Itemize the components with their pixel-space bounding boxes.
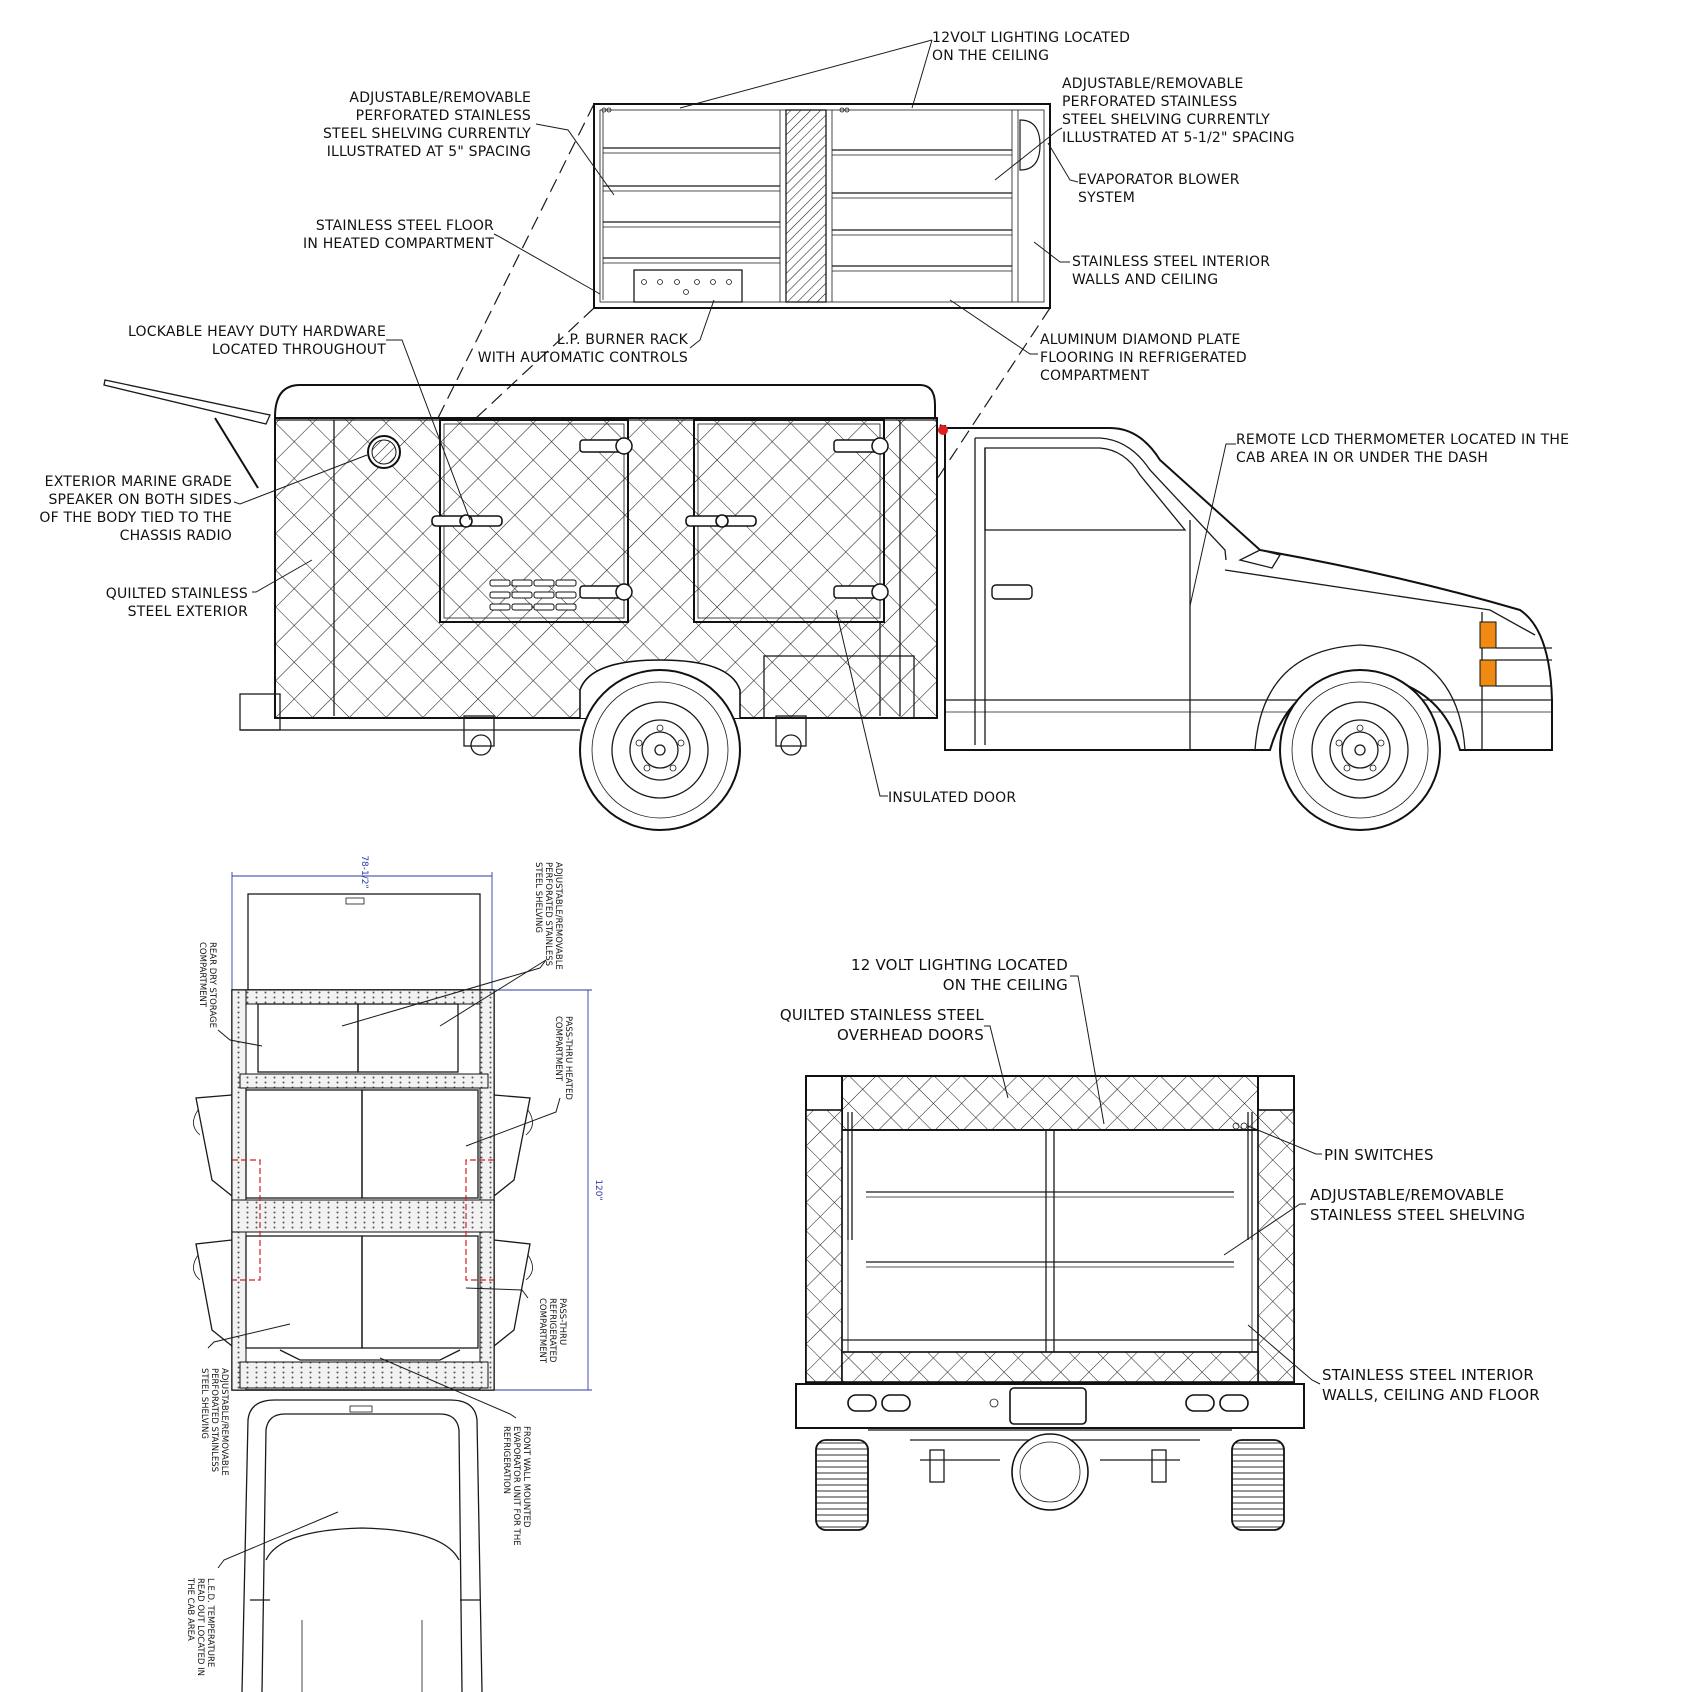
label-thermometer-line2: CAB AREA IN OR UNDER THE DASH xyxy=(1236,450,1488,466)
label-speaker-line4: CHASSIS RADIO xyxy=(120,528,232,544)
amber-side-lamp-lower xyxy=(1479,659,1497,687)
plan-led-temp-line1: L.E.D. TEMPERATURE xyxy=(205,1578,215,1667)
plan-pass-heated-line2: COMPARTMENT xyxy=(553,1016,563,1082)
plan-pass-refrig-line3: COMPARTMENT xyxy=(537,1298,547,1364)
pin-switch-icons xyxy=(1232,1122,1248,1130)
plan-shelving-top-line1: ADJUSTABLE/REMOVABLE xyxy=(553,862,563,970)
label-rear-shelving-line2: STAINLESS STEEL SHELVING xyxy=(1310,1206,1525,1224)
plan-view xyxy=(193,872,592,1692)
label-speaker-line2: SPEAKER ON BOTH SIDES xyxy=(48,492,232,508)
label-rear-walls-line1: STAINLESS STEEL INTERIOR xyxy=(1322,1366,1534,1384)
label-shelving-left-line1: ADJUSTABLE/REMOVABLE xyxy=(349,90,531,106)
ceiling-light-icons xyxy=(601,107,850,113)
plan-led-temp-line2: READ OUT LOCATED IN xyxy=(195,1578,205,1676)
label-hardware-line2: LOCATED THROUGHOUT xyxy=(212,342,386,358)
amber-side-lamp-upper xyxy=(1479,621,1497,649)
insulated-partition xyxy=(785,109,827,303)
label-burner-line2: WITH AUTOMATIC CONTROLS xyxy=(478,350,688,366)
label-rear-walls-line2: WALLS, CEILING AND FLOOR xyxy=(1322,1386,1540,1404)
vent-icons xyxy=(489,579,577,611)
label-evaporator-line2: SYSTEM xyxy=(1078,190,1135,206)
rear-elevation-view xyxy=(795,1075,1305,1531)
label-shelving-right-line2: PERFORATED STAINLESS xyxy=(1062,94,1237,110)
label-quilted-line2: STEEL EXTERIOR xyxy=(128,604,248,620)
label-evaporator-line1: EVAPORATOR BLOWER xyxy=(1078,172,1240,188)
label-diamond-floor-line3: COMPARTMENT xyxy=(1040,368,1150,384)
front-wheel xyxy=(1254,644,1466,831)
left-shelving xyxy=(603,147,780,264)
label-rear-lighting-line2: ON THE CEILING xyxy=(943,976,1068,994)
marker-light xyxy=(938,425,948,435)
plan-shelving-top-line3: STEEL SHELVING xyxy=(533,862,543,933)
label-speaker-line3: OF THE BODY TIED TO THE xyxy=(39,510,232,526)
rear-right-quilted-panel xyxy=(1257,1109,1295,1383)
label-lighting-line2: ON THE CEILING xyxy=(932,48,1049,64)
label-shelving-right-line4: ILLUSTRATED AT 5-1/2" SPACING xyxy=(1062,130,1295,146)
rear-bottom-quilted-panel xyxy=(841,1351,1259,1383)
label-speaker-line1: EXTERIOR MARINE GRADE xyxy=(45,474,232,490)
overhead-door-roll xyxy=(841,1075,1259,1131)
evaporator-blower-icon xyxy=(1019,119,1041,171)
label-diamond-floor-line1: ALUMINUM DIAMOND PLATE xyxy=(1040,332,1241,348)
differential xyxy=(1011,1433,1089,1511)
speaker-icon xyxy=(367,435,401,469)
label-rear-shelving-line1: ADJUSTABLE/REMOVABLE xyxy=(1310,1186,1504,1204)
label-shelving-right-line1: ADJUSTABLE/REMOVABLE xyxy=(1062,76,1244,92)
plan-shelving-bottom-line2: PERFORATED STAINLESS xyxy=(209,1368,219,1472)
plan-evap-unit-line3: REFRIGERATION xyxy=(501,1426,511,1494)
label-interior-walls-line2: WALLS AND CEILING xyxy=(1072,272,1218,288)
plan-pass-heated-line1: PASS-THRU HEATED xyxy=(563,1016,573,1100)
label-interior-walls-line1: STAINLESS STEEL INTERIOR xyxy=(1072,254,1270,270)
license-plate xyxy=(1009,1387,1087,1425)
plan-led-temp-line3: THE CAB AREA xyxy=(185,1577,195,1641)
dimension-width: 78-1/2" xyxy=(359,855,369,888)
dimension-length: 120" xyxy=(593,1179,603,1200)
rear-left-quilted-panel xyxy=(805,1109,843,1383)
plan-rear-storage-line2: COMPARTMENT xyxy=(197,942,207,1008)
label-pin-switches: PIN SWITCHES xyxy=(1324,1146,1434,1164)
rear-tire-right xyxy=(1231,1439,1285,1531)
rear-wheel xyxy=(579,669,741,831)
plan-shelving-top-line2: PERFORATED STAINLESS xyxy=(543,862,553,966)
leader-lines xyxy=(207,39,1322,1569)
right-shelving xyxy=(832,110,1019,302)
label-hardware-line1: LOCKABLE HEAVY DUTY HARDWARE xyxy=(128,324,386,340)
label-shelving-left-line3: STEEL SHELVING CURRENTLY xyxy=(323,126,531,142)
door-hinge-icons xyxy=(579,437,889,601)
label-burner-line1: L.P. BURNER RACK xyxy=(557,332,689,348)
plan-evap-unit-line1: FRONT WALL MOUNTED xyxy=(521,1426,531,1528)
plan-pass-refrig-line2: REFRIGERATED xyxy=(547,1298,557,1363)
label-rear-lighting-line1: 12 VOLT LIGHTING LOCATED xyxy=(851,956,1068,974)
plan-shelving-bottom-line1: ADJUSTABLE/REMOVABLE xyxy=(219,1368,229,1476)
label-diamond-floor-line2: FLOORING IN REFRIGERATED xyxy=(1040,350,1247,366)
label-floor-heated-line1: STAINLESS STEEL FLOOR xyxy=(316,218,494,234)
plan-view-labels: 78-1/2" 120" ADJUSTABLE/REMOVABLE PERFOR… xyxy=(185,855,603,1676)
plan-evap-unit-line2: EVAPORATOR UNIT FOR THE xyxy=(511,1426,521,1546)
plan-pass-refrig-line1: PASS-THRU xyxy=(557,1298,567,1345)
label-overhead-doors-line1: QUILTED STAINLESS STEEL xyxy=(780,1006,985,1024)
rear-tire-left xyxy=(815,1439,869,1531)
tail-light-icons xyxy=(847,1394,1249,1412)
label-thermometer-line1: REMOTE LCD THERMOMETER LOCATED IN THE xyxy=(1236,432,1569,448)
label-quilted-line1: QUILTED STAINLESS xyxy=(106,586,248,602)
label-insulated-door: INSULATED DOOR xyxy=(888,790,1016,806)
truck-cab xyxy=(938,424,1553,751)
label-overhead-doors-line2: OVERHEAD DOORS xyxy=(837,1026,984,1044)
cab-door-handle xyxy=(991,584,1033,600)
label-shelving-left-line2: PERFORATED STAINLESS xyxy=(356,108,531,124)
annotation-labels: 12VOLT LIGHTING LOCATED ON THE CEILING A… xyxy=(39,30,1569,1404)
label-lighting-line1: 12VOLT LIGHTING LOCATED xyxy=(932,30,1130,46)
label-shelving-left-line4: ILLUSTRATED AT 5" SPACING xyxy=(327,144,531,160)
interior-section-view xyxy=(436,103,1051,521)
label-floor-heated-line2: IN HEATED COMPARTMENT xyxy=(303,236,494,252)
door-handle-icons xyxy=(431,514,757,528)
plan-body-outline xyxy=(231,989,495,1391)
label-shelving-right-line3: STEEL SHELVING CURRENTLY xyxy=(1062,112,1270,128)
side-elevation-view xyxy=(103,379,1553,831)
plan-shelving-bottom-line3: STEEL SHELVING xyxy=(199,1368,209,1439)
plan-rear-storage-line1: REAR DRY STORAGE xyxy=(207,942,217,1028)
burner-rack-icon xyxy=(633,269,743,303)
